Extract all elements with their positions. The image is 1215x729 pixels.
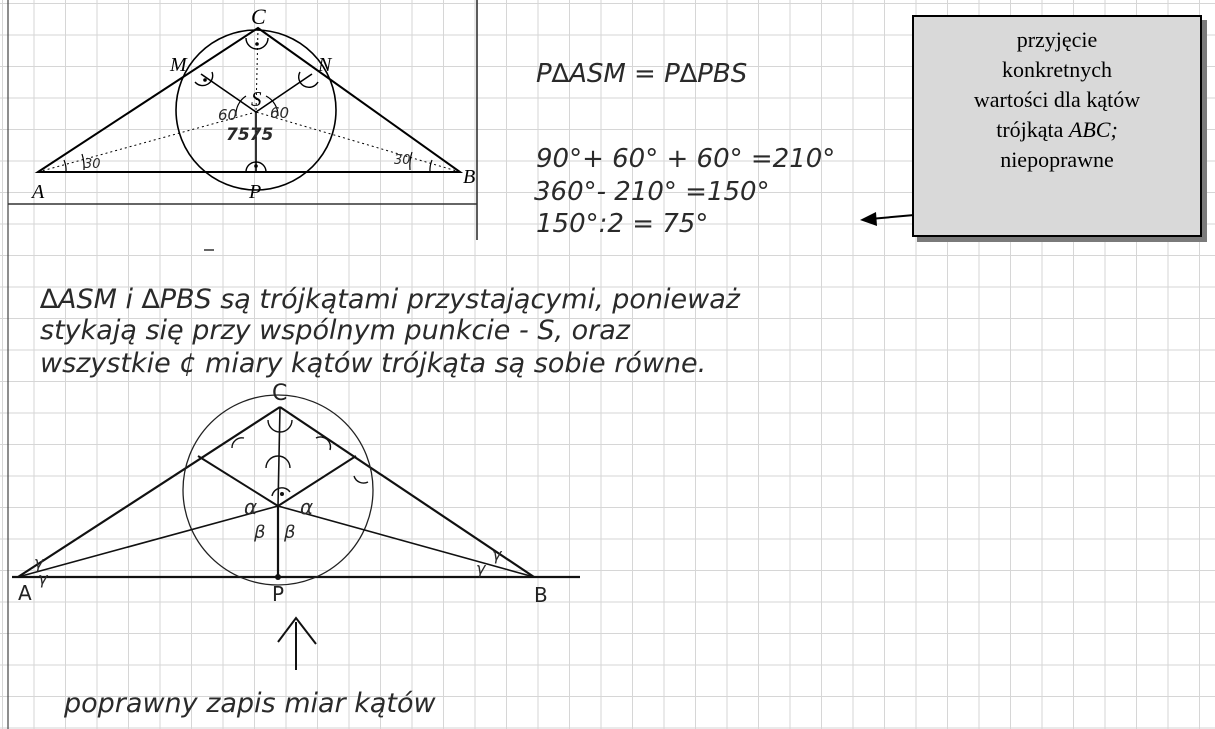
comment-arrow-head bbox=[860, 212, 877, 226]
handwritten-equations: P∆ASM = P∆PBS 90°+ 60° + 60° =210° 360°-… bbox=[534, 59, 835, 239]
top-arc-s-right bbox=[265, 95, 279, 117]
top-triangle-figure: C M N S A B P 60 60 7575 30 30 bbox=[30, 4, 475, 203]
top-angle-mark-p bbox=[245, 161, 267, 173]
bottom-vertex-a-label: A bbox=[18, 581, 32, 605]
top-angle-mark-m bbox=[194, 71, 214, 87]
top-angle-dot-p bbox=[254, 164, 258, 168]
top-angle-mark-c bbox=[245, 37, 269, 50]
bottom-angle-mark-c bbox=[267, 419, 293, 433]
paragraph-line-2: stykają się przy wspólnym punkcie - S, o… bbox=[40, 315, 631, 346]
bottom-angle-dot-center bbox=[280, 492, 284, 496]
top-point-n-label: N bbox=[317, 54, 333, 76]
top-radius-sm bbox=[200, 73, 257, 113]
bottom-bisector-b bbox=[277, 505, 535, 578]
comment-line-4-plain: trójkąta bbox=[996, 117, 1069, 142]
bottom-gamma-b2: γ bbox=[476, 559, 487, 578]
bottom-angle-mark-right bbox=[315, 436, 332, 451]
top-triangle-abc bbox=[34, 26, 464, 173]
bottom-alpha-left: α bbox=[244, 495, 257, 519]
top-angle-dot-m bbox=[203, 78, 207, 82]
top-angle-dot-c bbox=[255, 42, 259, 46]
top-bisector-c bbox=[255, 27, 259, 113]
bottom-angle-mark-left bbox=[231, 437, 245, 449]
equation-angle-difference: 360°- 210° =150° bbox=[534, 177, 770, 207]
bottom-bisector-a bbox=[17, 505, 279, 578]
bottom-angle-mark-far-right bbox=[353, 475, 369, 484]
top-angle-60-right: 60 bbox=[270, 104, 289, 122]
bottom-point-p-dot bbox=[275, 574, 281, 580]
bottom-incircle bbox=[182, 394, 374, 586]
bottom-side-cb bbox=[279, 406, 535, 578]
bottom-gamma-b1: γ bbox=[492, 545, 503, 564]
top-point-m-label: M bbox=[169, 54, 188, 76]
bottom-angle-mark-center bbox=[271, 487, 291, 497]
top-vertex-b-label: B bbox=[463, 166, 475, 188]
bottom-point-p-label: P bbox=[272, 582, 284, 606]
bottom-gamma-a2: γ bbox=[38, 569, 49, 588]
comment-line-2: konkretnych bbox=[1002, 57, 1112, 82]
top-radius-sn bbox=[255, 73, 313, 113]
reviewer-comment-box: przyjęcie konkretnych wartości dla kątów… bbox=[912, 15, 1202, 237]
bottom-beta-right: β bbox=[283, 522, 296, 543]
paragraph-line-3: wszystkie ¢ miary kątów trójkąta są sobi… bbox=[40, 348, 706, 379]
top-angle-30-a: 30 bbox=[84, 157, 101, 172]
top-vertex-c-label: C bbox=[251, 4, 266, 29]
top-arc-s-left bbox=[235, 95, 247, 117]
bottom-radius-left bbox=[197, 455, 279, 507]
top-bisector-b bbox=[255, 111, 461, 173]
handwritten-paragraph: ∆ASM i ∆PBS są trójkątami przystającymi,… bbox=[39, 284, 741, 379]
comment-line-4-italic: ABC; bbox=[1068, 117, 1118, 142]
top-arc-b1 bbox=[429, 159, 433, 173]
top-angle-30-b: 30 bbox=[394, 153, 411, 168]
equation-angle-half: 150°:2 = 75° bbox=[536, 209, 708, 239]
top-angle-mark-n bbox=[298, 71, 319, 88]
bottom-vertex-b-label: B bbox=[534, 583, 548, 607]
equation-area-equality: P∆ASM = P∆PBS bbox=[536, 59, 747, 89]
top-angle-60-left: 60 bbox=[218, 106, 237, 124]
top-arc-a1 bbox=[63, 159, 67, 173]
comment-line-5: niepoprawne bbox=[1000, 147, 1114, 172]
top-vertex-a-label: A bbox=[30, 181, 45, 203]
top-incircle bbox=[175, 29, 337, 191]
paragraph-line-1: ∆ASM i ∆PBS są trójkątami przystającymi,… bbox=[39, 284, 741, 315]
equation-angle-sum: 90°+ 60° + 60° =210° bbox=[536, 144, 835, 174]
bottom-side-ac bbox=[17, 406, 281, 578]
caption-correct-angles: poprawny zapis miar kątów bbox=[63, 688, 437, 719]
top-point-p-label: P bbox=[248, 181, 261, 203]
comment-line-4: trójkąta ABC; bbox=[914, 115, 1200, 145]
up-arrow-head bbox=[277, 616, 317, 645]
bottom-alpha-right: α bbox=[300, 495, 313, 519]
bottom-angle-mark-top bbox=[265, 455, 291, 469]
top-angle-7575: 7575 bbox=[226, 125, 273, 145]
bottom-beta-left: β bbox=[253, 522, 266, 543]
top-point-s-label: S bbox=[251, 87, 262, 111]
bottom-radius-right bbox=[277, 455, 357, 507]
bottom-gamma-a1: γ bbox=[34, 553, 45, 572]
comment-line-1: przyjęcie bbox=[1016, 27, 1098, 52]
bottom-vertex-c-label: C bbox=[272, 381, 287, 406]
top-arc-b2 bbox=[409, 151, 413, 171]
bottom-triangle-figure: C A B P α α β β γ γ γ γ bbox=[12, 381, 580, 607]
comment-line-3: wartości dla kątów bbox=[973, 87, 1141, 112]
top-arc-a2 bbox=[81, 153, 85, 171]
